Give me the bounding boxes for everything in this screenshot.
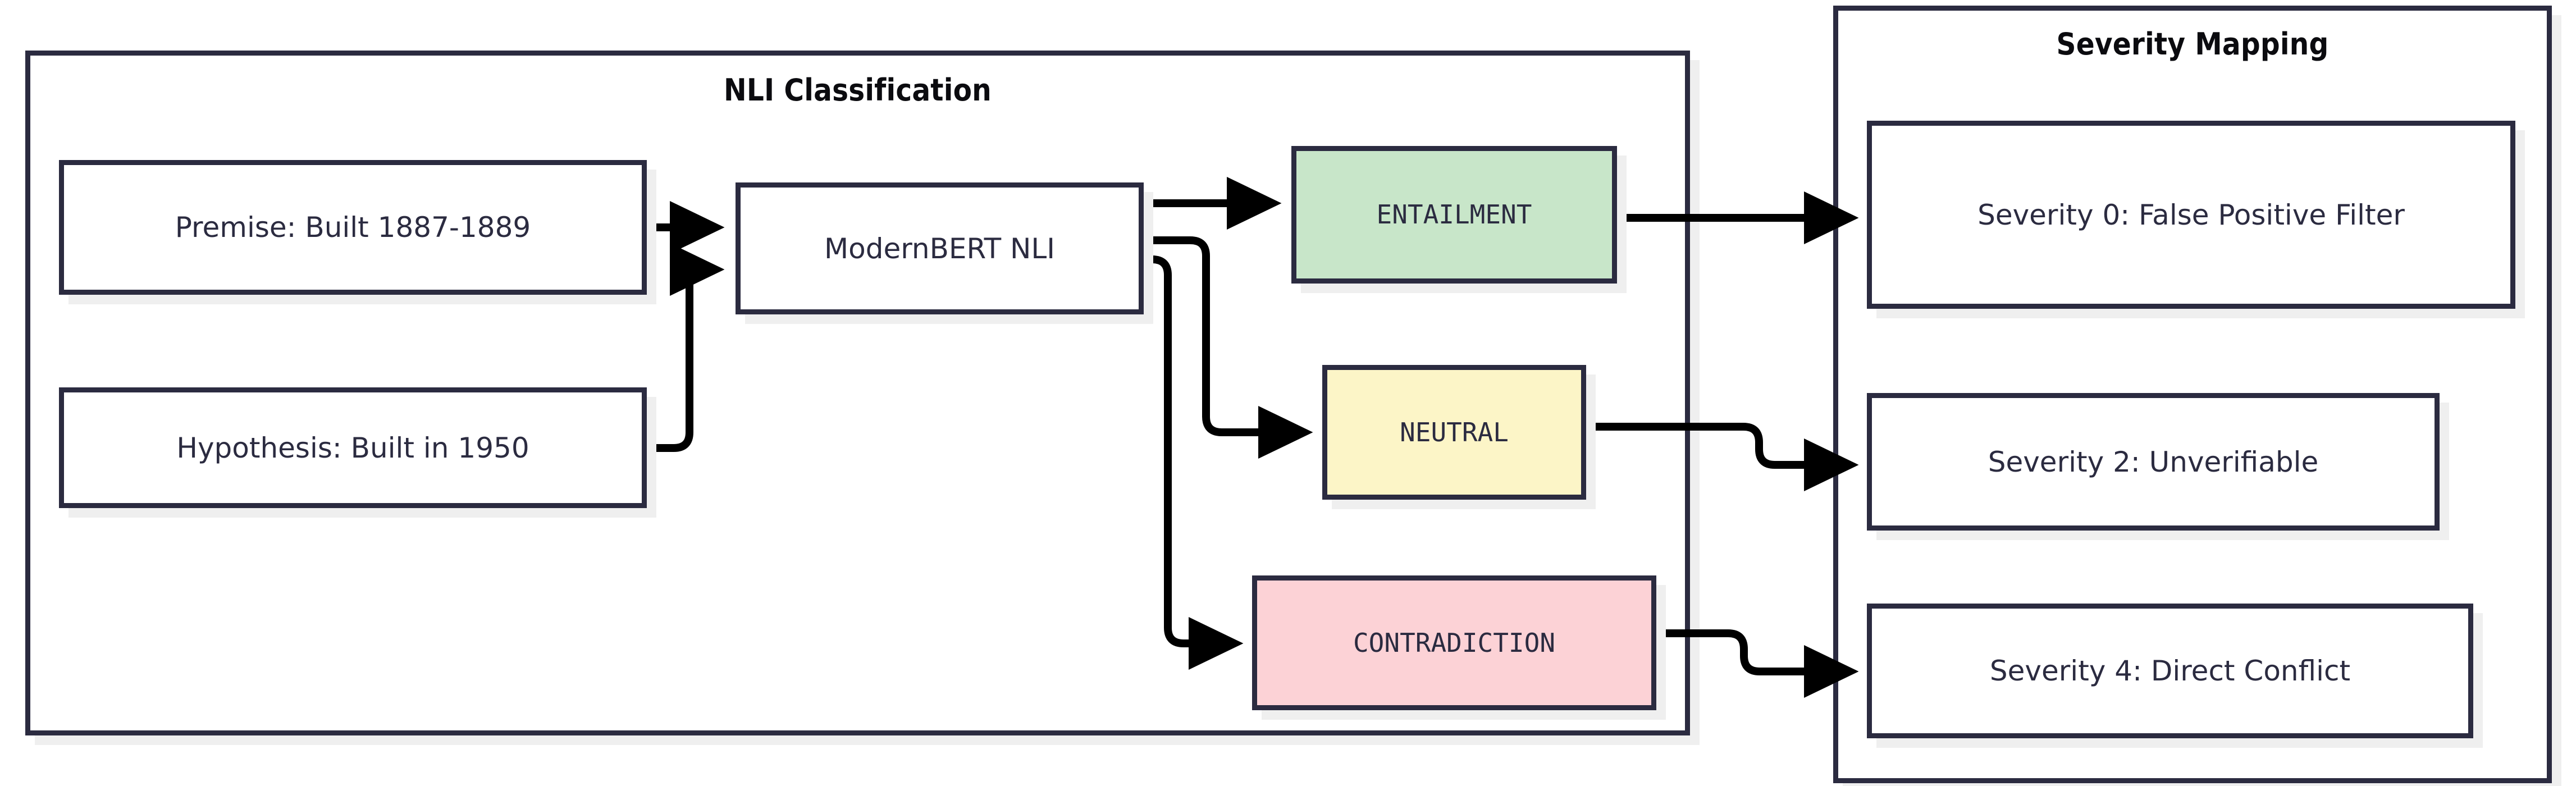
node-neutral[interactable]: NEUTRAL: [1322, 365, 1586, 500]
subgraph-nli-classification-title: NLI Classification: [724, 72, 992, 108]
node-hypothesis-label: Hypothesis: Built in 1950: [176, 431, 529, 464]
node-entailment[interactable]: ENTAILMENT: [1291, 146, 1617, 284]
node-severity-4-label: Severity 4: Direct Conflict: [1989, 655, 2351, 687]
node-premise[interactable]: Premise: Built 1887-1889: [59, 160, 647, 295]
node-contradiction-label: CONTRADICTION: [1353, 627, 1556, 658]
node-contradiction[interactable]: CONTRADICTION: [1252, 575, 1656, 710]
node-severity-0[interactable]: Severity 0: False Positive Filter: [1867, 121, 2515, 309]
node-severity-0-label: Severity 0: False Positive Filter: [1977, 198, 2405, 231]
node-modernbert-nli-label: ModernBERT NLI: [824, 232, 1056, 265]
node-severity-2-label: Severity 2: Unverifiable: [1988, 445, 2319, 478]
node-hypothesis[interactable]: Hypothesis: Built in 1950: [59, 387, 647, 508]
node-premise-label: Premise: Built 1887-1889: [175, 211, 531, 244]
node-neutral-label: NEUTRAL: [1400, 417, 1509, 447]
node-modernbert-nli[interactable]: ModernBERT NLI: [736, 182, 1144, 314]
node-entailment-label: ENTAILMENT: [1376, 199, 1532, 230]
subgraph-severity-mapping-title: Severity Mapping: [2056, 26, 2329, 62]
node-severity-4[interactable]: Severity 4: Direct Conflict: [1867, 604, 2473, 738]
node-severity-2[interactable]: Severity 2: Unverifiable: [1867, 393, 2440, 531]
